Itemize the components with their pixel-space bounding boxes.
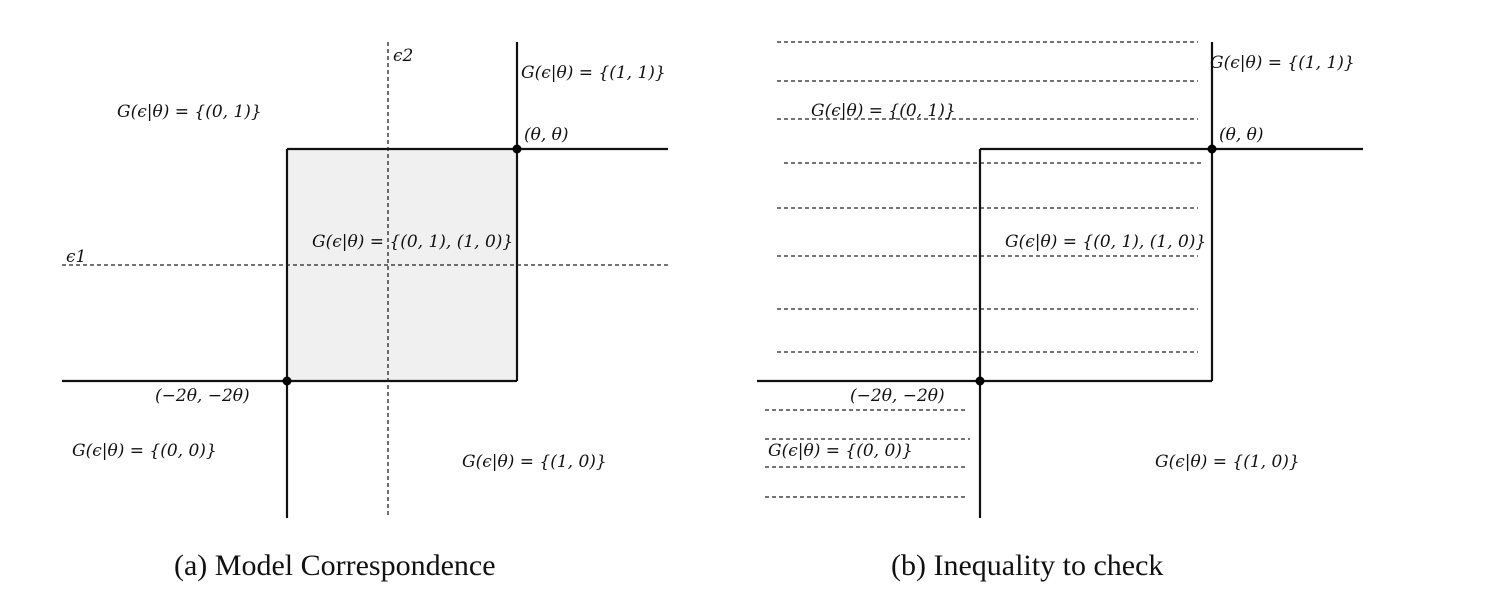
point-label-minus2theta: (−2θ, −2θ) [155, 386, 250, 406]
region-label-00: G(ϵ|θ) = {(0, 0)} [768, 441, 913, 461]
epsilon1-label: ϵ1 [66, 247, 86, 267]
region-label-01: G(ϵ|θ) = {(0, 1)} [117, 102, 262, 122]
region-label-mid: G(ϵ|θ) = {(0, 1), (1, 0)} [1005, 232, 1206, 252]
caption-a: (a) Model Correspondence [174, 549, 496, 582]
point-theta-theta [512, 144, 522, 154]
region-label-11: G(ϵ|θ) = {(1, 1)} [521, 63, 666, 83]
epsilon2-label: ϵ2 [393, 46, 413, 66]
point-label-minus2theta: (−2θ, −2θ) [850, 386, 945, 406]
hatching-upper [777, 41, 1203, 353]
region-label-10: G(ϵ|θ) = {(1, 0)} [1155, 452, 1300, 472]
caption-b: (b) Inequality to check [891, 549, 1163, 582]
region-label-00: G(ϵ|θ) = {(0, 0)} [72, 441, 217, 461]
panel-a: ϵ2 ϵ1 G(ϵ|θ) = {(1, 1)} G(ϵ|θ) = {(0, 1)… [62, 42, 668, 582]
point-theta-theta [1207, 144, 1217, 154]
point-minus2theta [282, 376, 292, 386]
point-minus2theta [975, 376, 985, 386]
region-label-01: G(ϵ|θ) = {(0, 1)} [811, 101, 956, 121]
region-label-10: G(ϵ|θ) = {(1, 0)} [462, 452, 607, 472]
panel-b: G(ϵ|θ) = {(1, 1)} G(ϵ|θ) = {(0, 1)} (θ, … [757, 41, 1363, 582]
point-label-theta-theta: (θ, θ) [524, 125, 569, 145]
hatching-lower [765, 409, 970, 498]
region-label-mid: G(ϵ|θ) = {(0, 1), (1, 0)} [312, 232, 513, 252]
point-label-theta-theta: (θ, θ) [1219, 125, 1264, 145]
region-label-11: G(ϵ|θ) = {(1, 1)} [1210, 53, 1355, 73]
